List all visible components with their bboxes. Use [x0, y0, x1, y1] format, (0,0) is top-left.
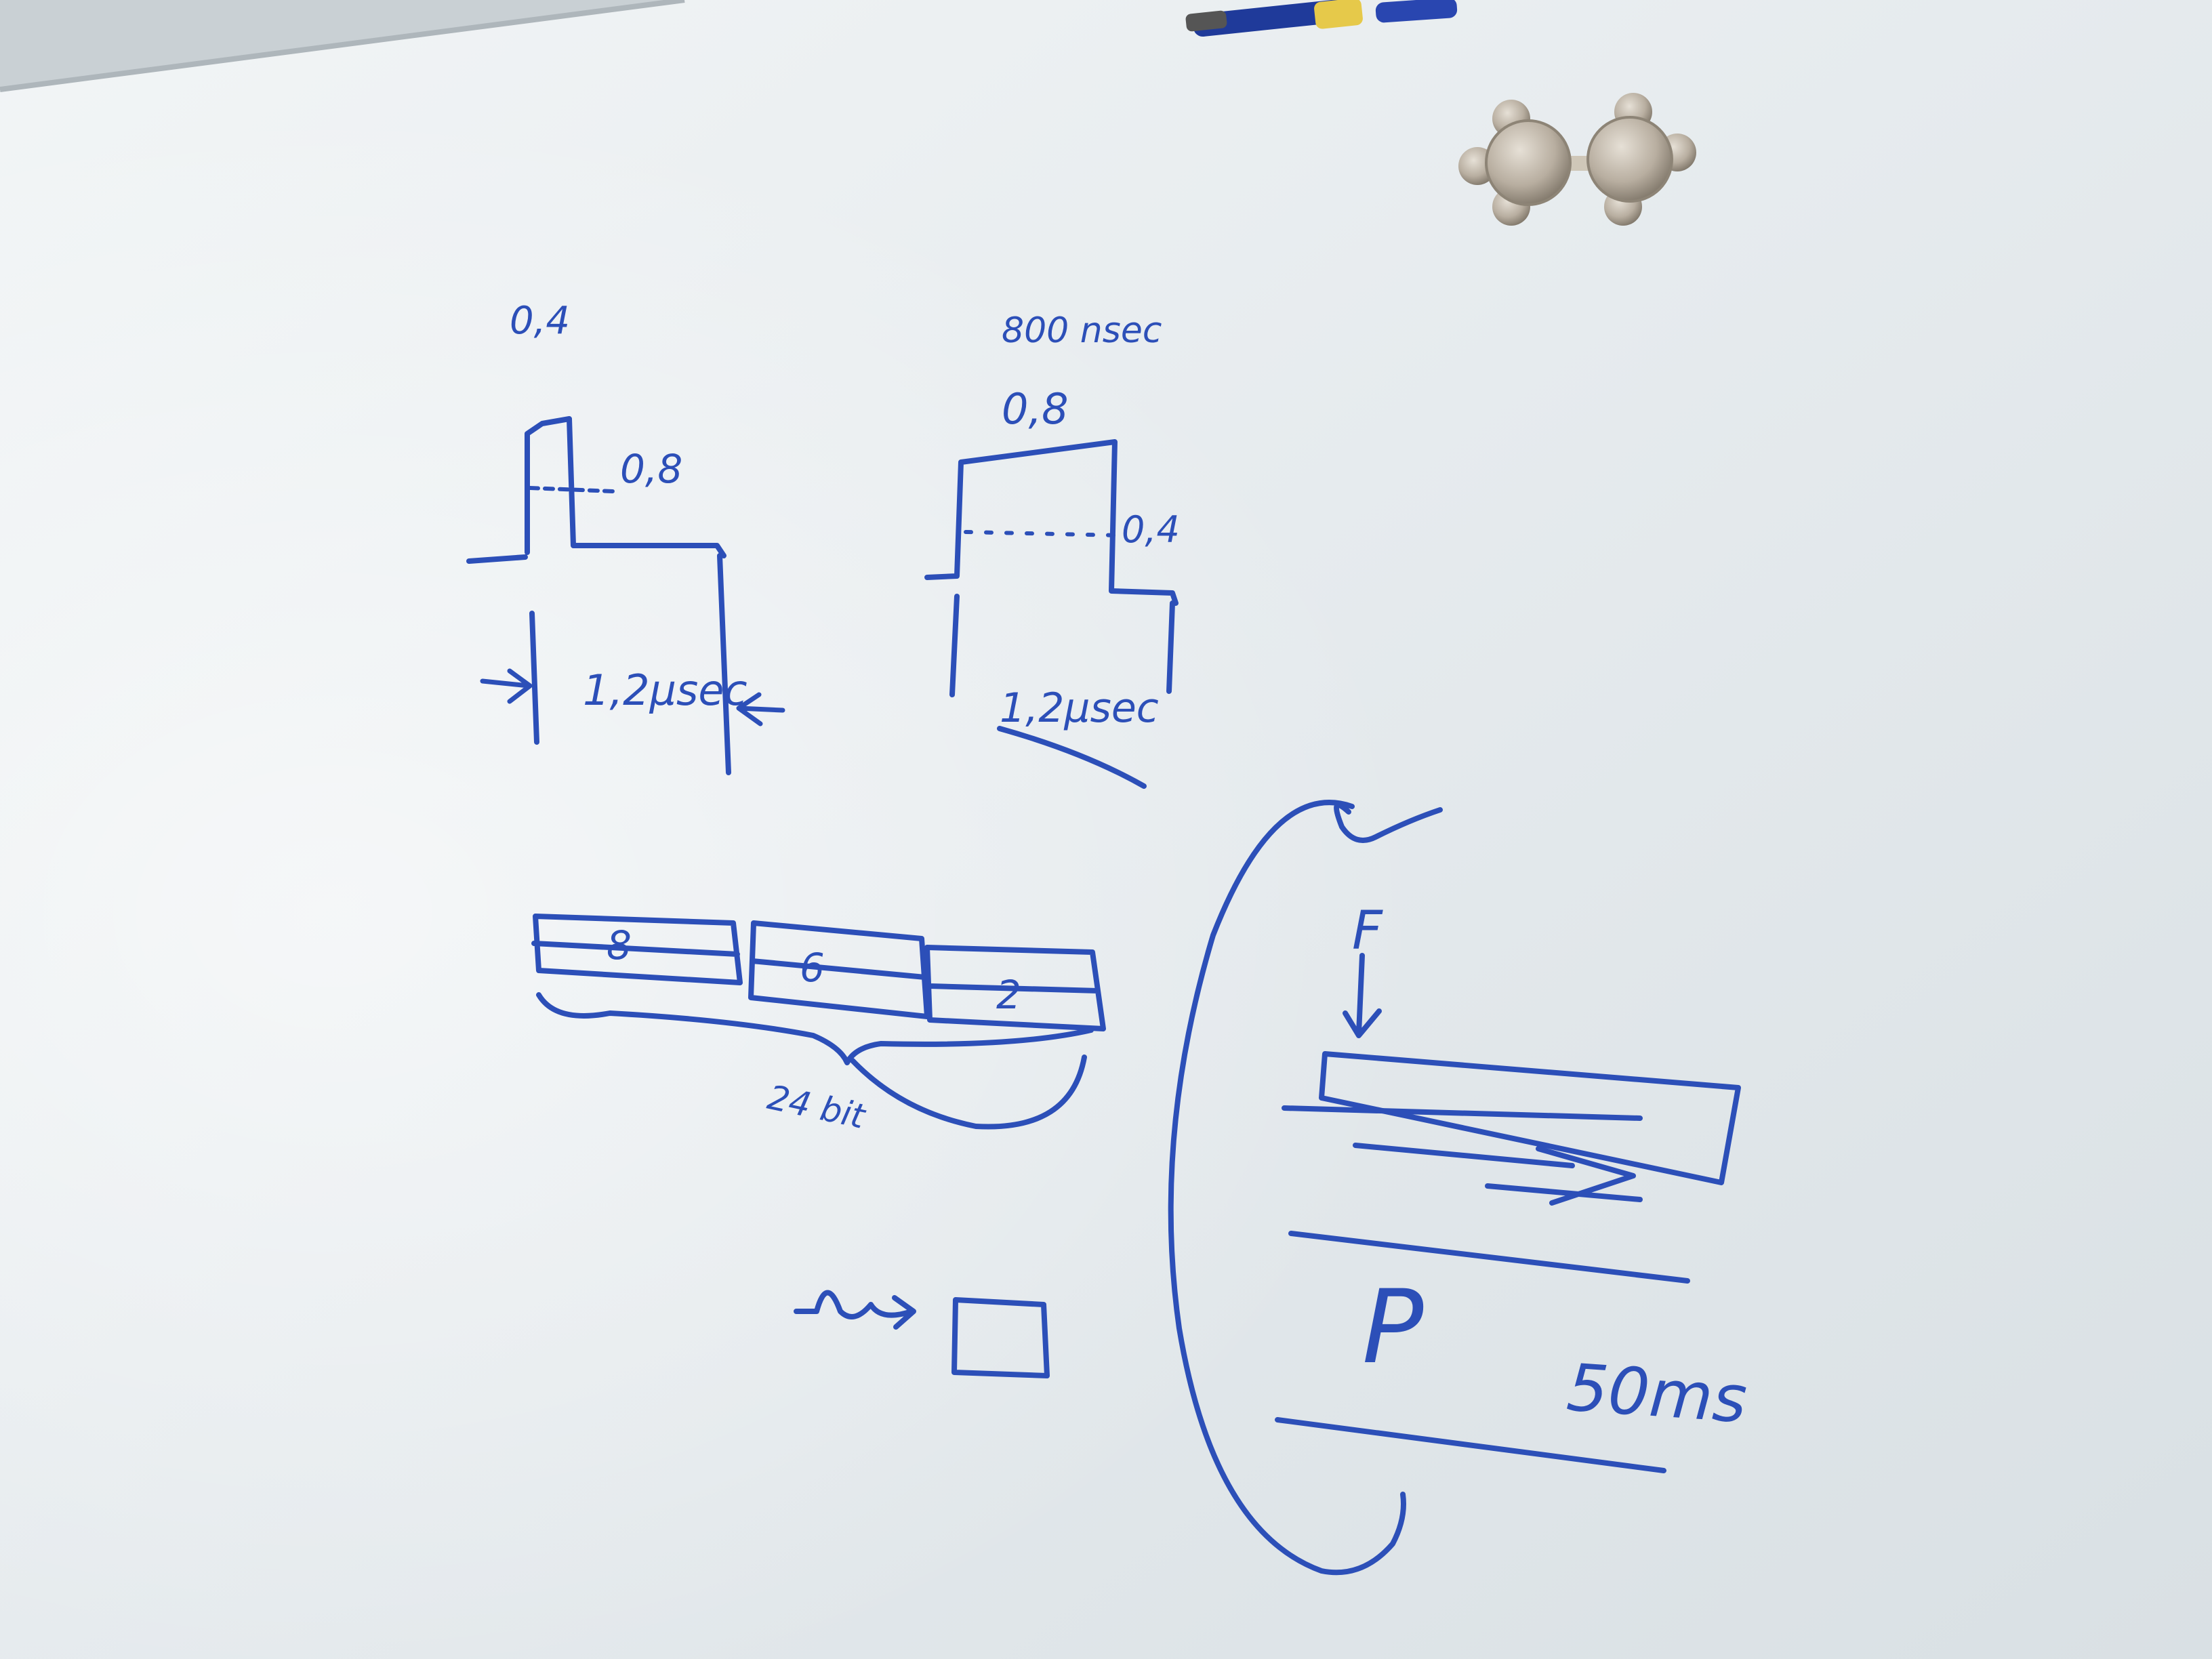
pulse-sketch-2: 800 nsec 0,8 0,4 1,2µsec	[924, 310, 1180, 789]
squiggle-arrow	[794, 1290, 916, 1330]
sketch2-level-dashes	[964, 530, 1120, 537]
sketch2-right-bound	[1166, 600, 1175, 694]
sketch1-level-dashes	[528, 486, 615, 493]
sketch2-underline	[997, 726, 1147, 789]
sketch1-duration-label: 1,2µsec	[583, 665, 747, 715]
segment-label-1: 8	[607, 922, 632, 968]
segment-label-2: 6	[800, 945, 825, 991]
frame-shift-arrow	[1353, 1143, 1643, 1206]
molecule-magnet	[1458, 93, 1696, 226]
sketch1-pulse-waveform	[466, 416, 726, 564]
sketch1-arrow-right	[736, 692, 785, 726]
frame-block	[1319, 1051, 1741, 1185]
sketch1-left-bound	[529, 611, 539, 745]
frame-diagram: F P 50ms	[1168, 800, 1749, 1576]
segment-label-3: 2	[996, 972, 1021, 1018]
frame-time-label: 50ms	[1564, 1349, 1749, 1437]
sketch1-right-bound	[717, 553, 731, 775]
sketch2-high-label: 0,8	[1002, 384, 1069, 434]
frame-line-3	[1275, 1417, 1666, 1473]
sketch2-pulse-waveform	[924, 439, 1179, 606]
sketch1-arrow-left	[480, 668, 533, 704]
small-box-sketch	[794, 1290, 1050, 1378]
frame-line-2	[1288, 1231, 1690, 1284]
pulse-sketch-1: 0,4 0,8 1,2µsec	[466, 299, 785, 775]
sketch1-level-label: 0,8	[620, 446, 682, 492]
segment-brace	[536, 992, 1094, 1065]
segment-cell-3	[924, 945, 1106, 1031]
segment-cell-1	[531, 914, 743, 985]
sketch2-top-label: 800 nsec	[1002, 310, 1162, 351]
frame-arrow-down	[1343, 953, 1382, 1038]
frame-line-1	[1282, 1105, 1643, 1121]
small-box	[951, 1297, 1050, 1378]
sketch2-duration-label: 1,2µsec	[1000, 684, 1159, 732]
frame-top-label: F	[1352, 901, 1383, 962]
sketch2-level-label: 0,4	[1122, 508, 1180, 551]
sketch1-top-label: 0,4	[510, 299, 570, 343]
marker-pen	[1185, 0, 1458, 37]
board-frame-line	[0, 0, 685, 92]
large-bracket-curve	[1168, 800, 1443, 1576]
segment-brace-loop	[850, 1054, 1087, 1130]
sketch2-left-bound	[949, 594, 960, 697]
frame-bottom-label: P	[1362, 1269, 1424, 1387]
